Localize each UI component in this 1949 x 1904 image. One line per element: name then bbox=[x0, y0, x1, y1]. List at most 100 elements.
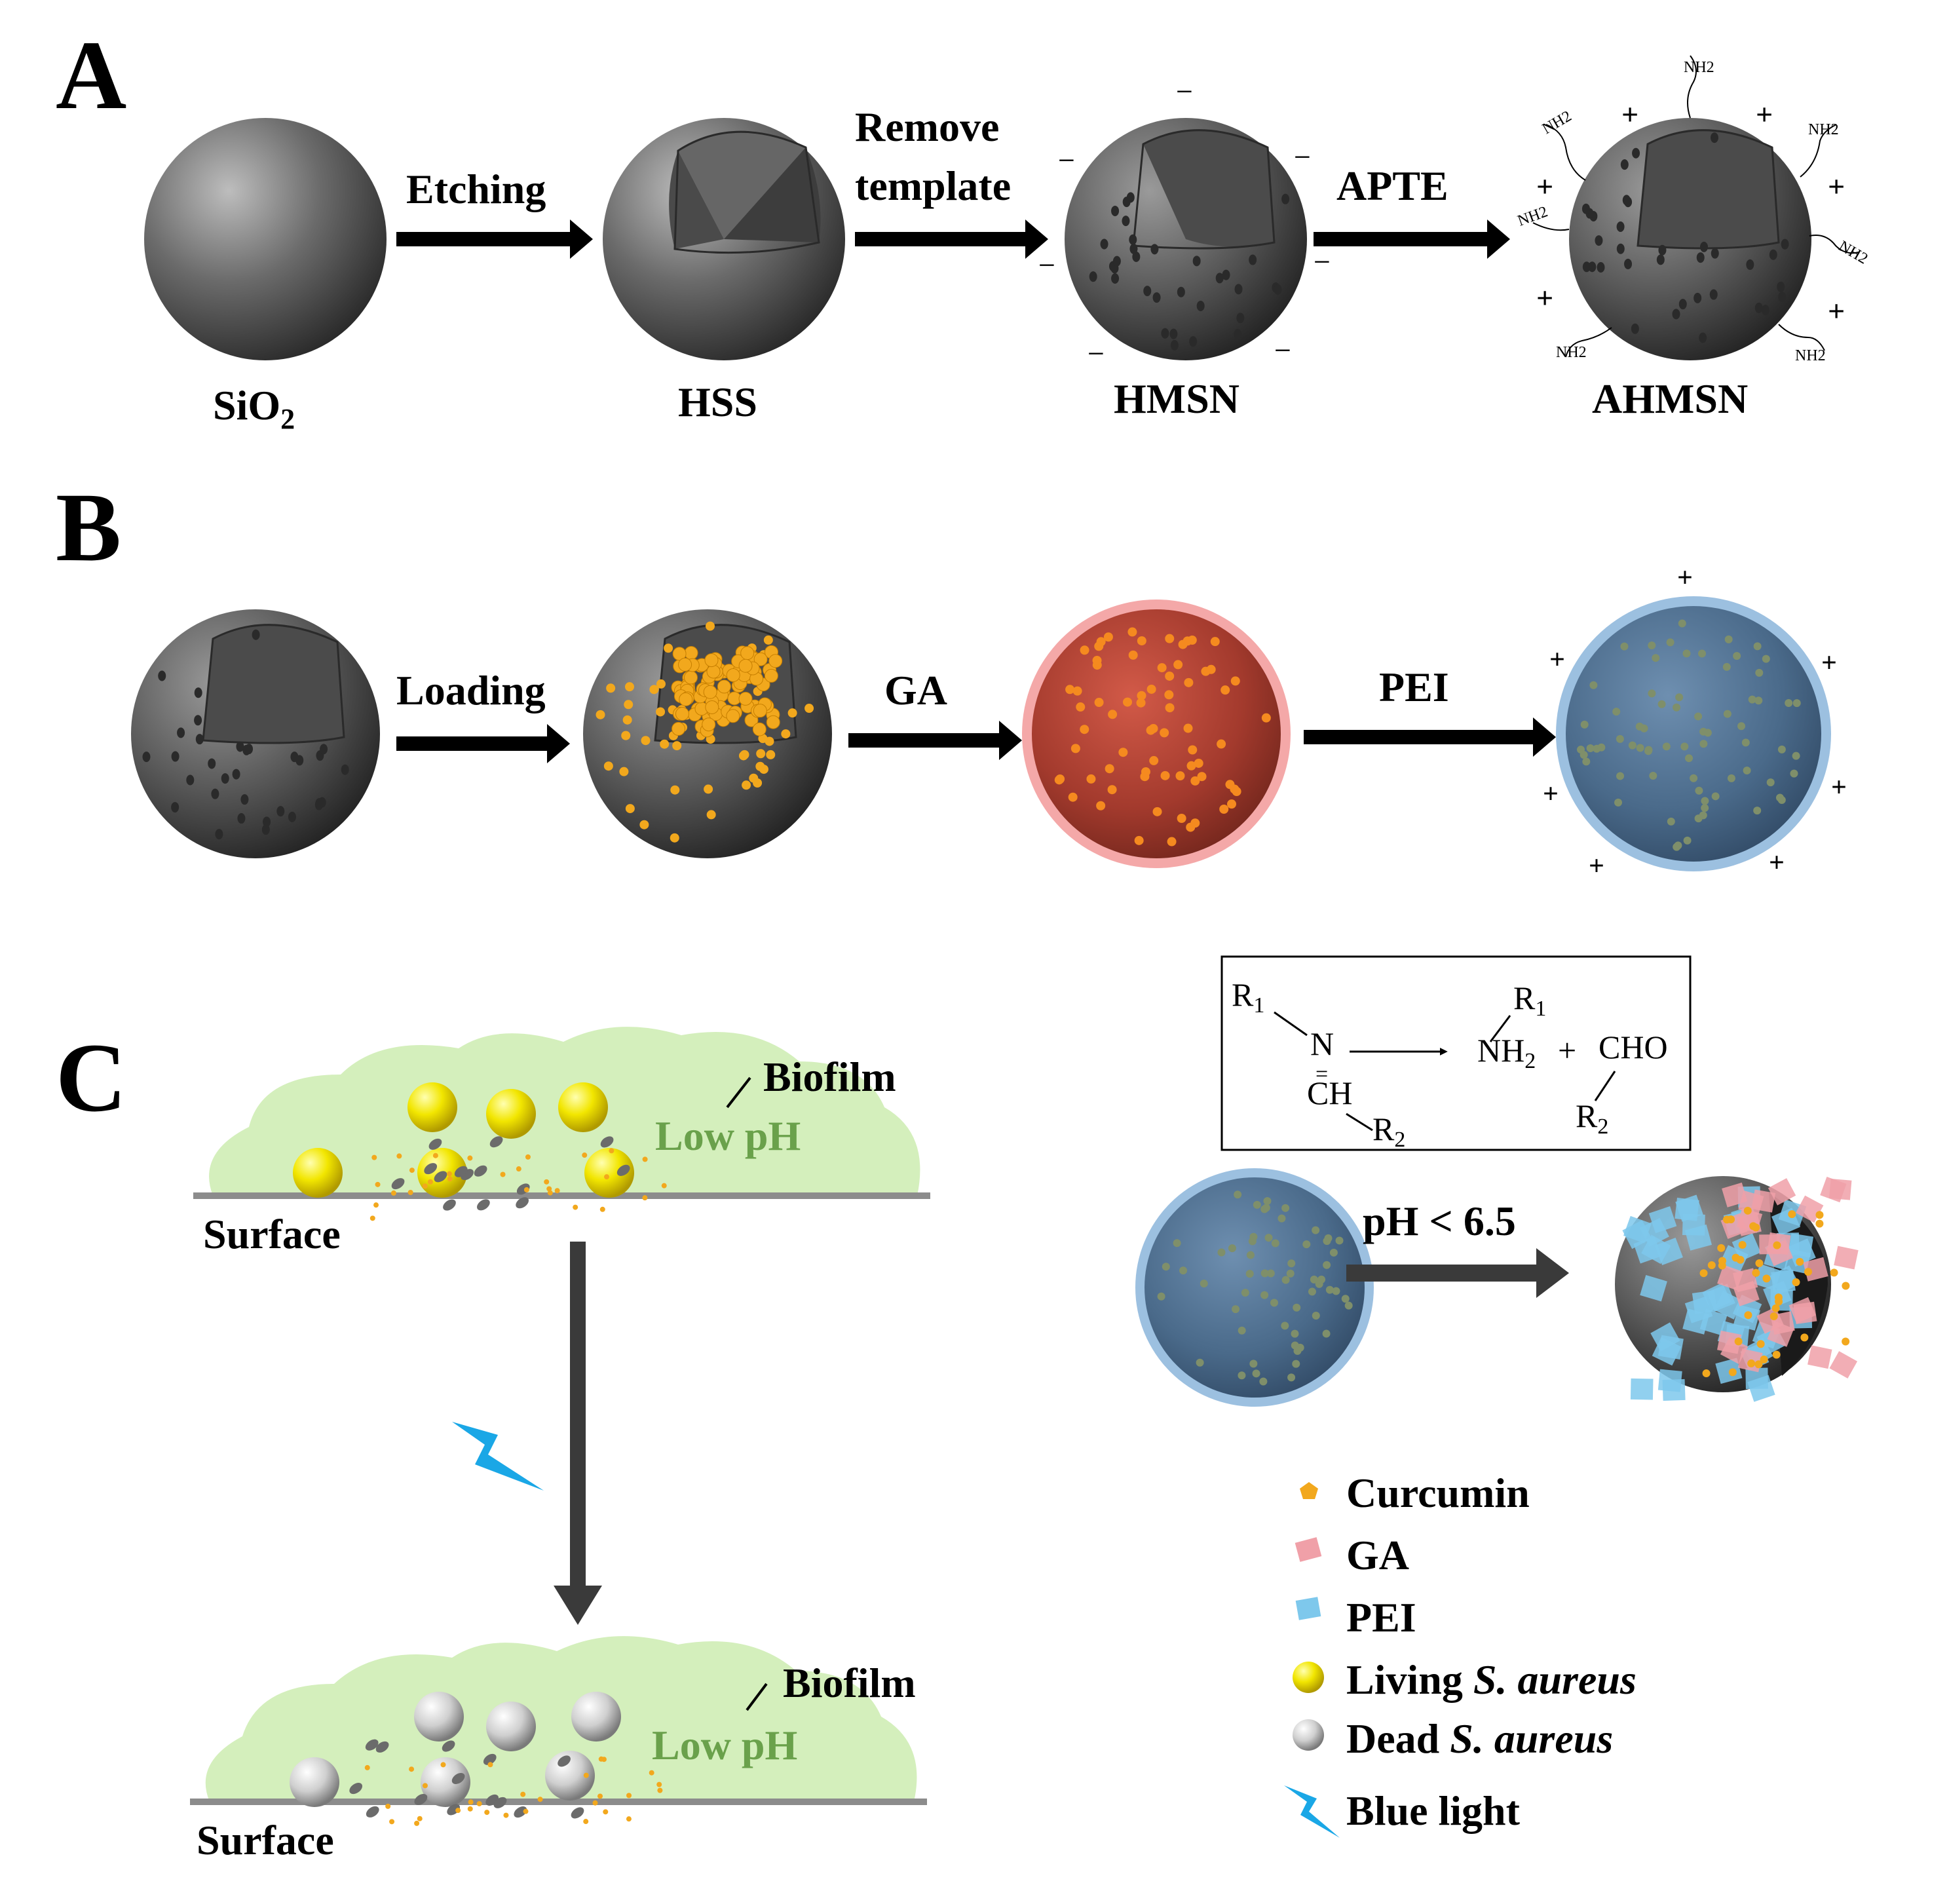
dot bbox=[1149, 755, 1159, 765]
dot bbox=[641, 736, 651, 746]
dot bbox=[781, 729, 791, 739]
pore bbox=[261, 824, 270, 835]
dot bbox=[1261, 713, 1271, 723]
ga-fragment bbox=[1733, 1268, 1758, 1293]
pore bbox=[1694, 292, 1702, 303]
dot bbox=[1253, 1200, 1261, 1209]
pore bbox=[1700, 241, 1709, 252]
dot bbox=[1054, 775, 1064, 785]
dot bbox=[1612, 708, 1621, 716]
svg-text:R2: R2 bbox=[1372, 1111, 1405, 1152]
low-ph-label-top: Low pH bbox=[655, 1113, 801, 1159]
amine-chains bbox=[1532, 55, 1859, 358]
dot bbox=[1146, 684, 1156, 694]
svg-text:+: + bbox=[1828, 170, 1845, 203]
curcumin-release bbox=[544, 1179, 550, 1185]
dot bbox=[1094, 641, 1104, 651]
curcumin-pellet bbox=[679, 692, 693, 706]
dot bbox=[1785, 698, 1793, 707]
pei-fragment bbox=[1662, 1379, 1686, 1401]
svg-text:R2: R2 bbox=[1576, 1097, 1608, 1139]
dot bbox=[624, 700, 634, 710]
curcumin-pellet bbox=[678, 657, 692, 672]
svg-text:NH2: NH2 bbox=[1515, 203, 1550, 229]
curcumin-release bbox=[409, 1766, 415, 1772]
pore bbox=[1222, 269, 1230, 280]
svg-text:+: + bbox=[1536, 170, 1553, 203]
dot bbox=[1792, 752, 1800, 760]
dot bbox=[1107, 785, 1117, 795]
dot bbox=[1165, 671, 1175, 681]
curcumin-pellet bbox=[768, 654, 783, 668]
dot bbox=[1136, 698, 1146, 708]
pei-fragment bbox=[1747, 1375, 1775, 1402]
curcumin-release bbox=[468, 1799, 474, 1805]
dot bbox=[1644, 747, 1653, 755]
curcumin-pellet bbox=[675, 706, 689, 721]
bacterium bbox=[290, 1757, 339, 1807]
bacterium bbox=[414, 1692, 464, 1742]
curcumin-release bbox=[1773, 1241, 1781, 1249]
curcumin-pellet bbox=[717, 679, 731, 694]
dot bbox=[1157, 663, 1167, 673]
curcumin-pellet bbox=[738, 691, 753, 706]
dot bbox=[1589, 681, 1598, 689]
pore bbox=[1711, 248, 1719, 259]
lightning-icon bbox=[1284, 1785, 1340, 1838]
arrow-pei-head bbox=[1533, 717, 1556, 757]
pore bbox=[1249, 254, 1257, 265]
biofilm-label-bottom: Biofilm bbox=[783, 1660, 916, 1706]
dot bbox=[1323, 1261, 1331, 1269]
dot bbox=[756, 749, 766, 759]
dot bbox=[1597, 743, 1606, 752]
pore bbox=[1281, 193, 1290, 204]
pei-sphere-dots bbox=[1576, 619, 1801, 851]
pore bbox=[1234, 284, 1243, 295]
dead-bacteria-group bbox=[290, 1692, 663, 1826]
ga-fragment bbox=[1722, 1182, 1748, 1208]
legend-item-blue-light: Blue light bbox=[1284, 1785, 1521, 1838]
dot bbox=[1252, 1369, 1260, 1378]
pei-fragment bbox=[1714, 1291, 1743, 1320]
curcumin-release bbox=[440, 1762, 446, 1768]
dot bbox=[740, 750, 749, 759]
nanoparticle bbox=[443, 1199, 456, 1211]
dot bbox=[1711, 792, 1720, 801]
dot bbox=[1072, 686, 1082, 696]
curcumin-release bbox=[1738, 1240, 1747, 1249]
svg-text:+: + bbox=[1821, 648, 1837, 678]
ahmsn-sphere bbox=[1569, 118, 1811, 360]
curcumin-release bbox=[604, 1174, 610, 1180]
pore bbox=[320, 744, 328, 755]
pore bbox=[1658, 244, 1667, 256]
hmsn-sphere-b bbox=[131, 609, 380, 858]
dot bbox=[1667, 817, 1675, 826]
dot bbox=[1724, 635, 1733, 643]
curcumin-release bbox=[385, 1803, 391, 1809]
dot bbox=[1146, 725, 1156, 735]
dot bbox=[1648, 641, 1656, 650]
pore bbox=[1089, 271, 1097, 282]
pei-fragment bbox=[1630, 1378, 1654, 1400]
dot bbox=[1777, 745, 1786, 753]
dot bbox=[1201, 666, 1211, 676]
dot bbox=[1266, 1269, 1275, 1278]
pore bbox=[295, 755, 304, 766]
dot bbox=[606, 683, 616, 693]
pore bbox=[1754, 302, 1763, 313]
dot bbox=[1128, 650, 1138, 660]
dot bbox=[1194, 758, 1203, 768]
ga-fragment bbox=[1717, 1330, 1742, 1354]
curcumin-release bbox=[1749, 1222, 1758, 1230]
dot bbox=[1292, 1360, 1300, 1368]
nanoparticle bbox=[391, 1178, 405, 1190]
down-arrow-shaft bbox=[570, 1242, 586, 1592]
ga-step-label: GA bbox=[884, 667, 947, 714]
pore bbox=[186, 774, 195, 786]
dot bbox=[787, 708, 797, 718]
lightning-icon bbox=[452, 1422, 544, 1491]
pore bbox=[1616, 243, 1625, 254]
pore bbox=[1122, 216, 1130, 227]
positive-charges-a: + + + + + + bbox=[1536, 98, 1845, 328]
curcumin-release bbox=[523, 1808, 529, 1814]
